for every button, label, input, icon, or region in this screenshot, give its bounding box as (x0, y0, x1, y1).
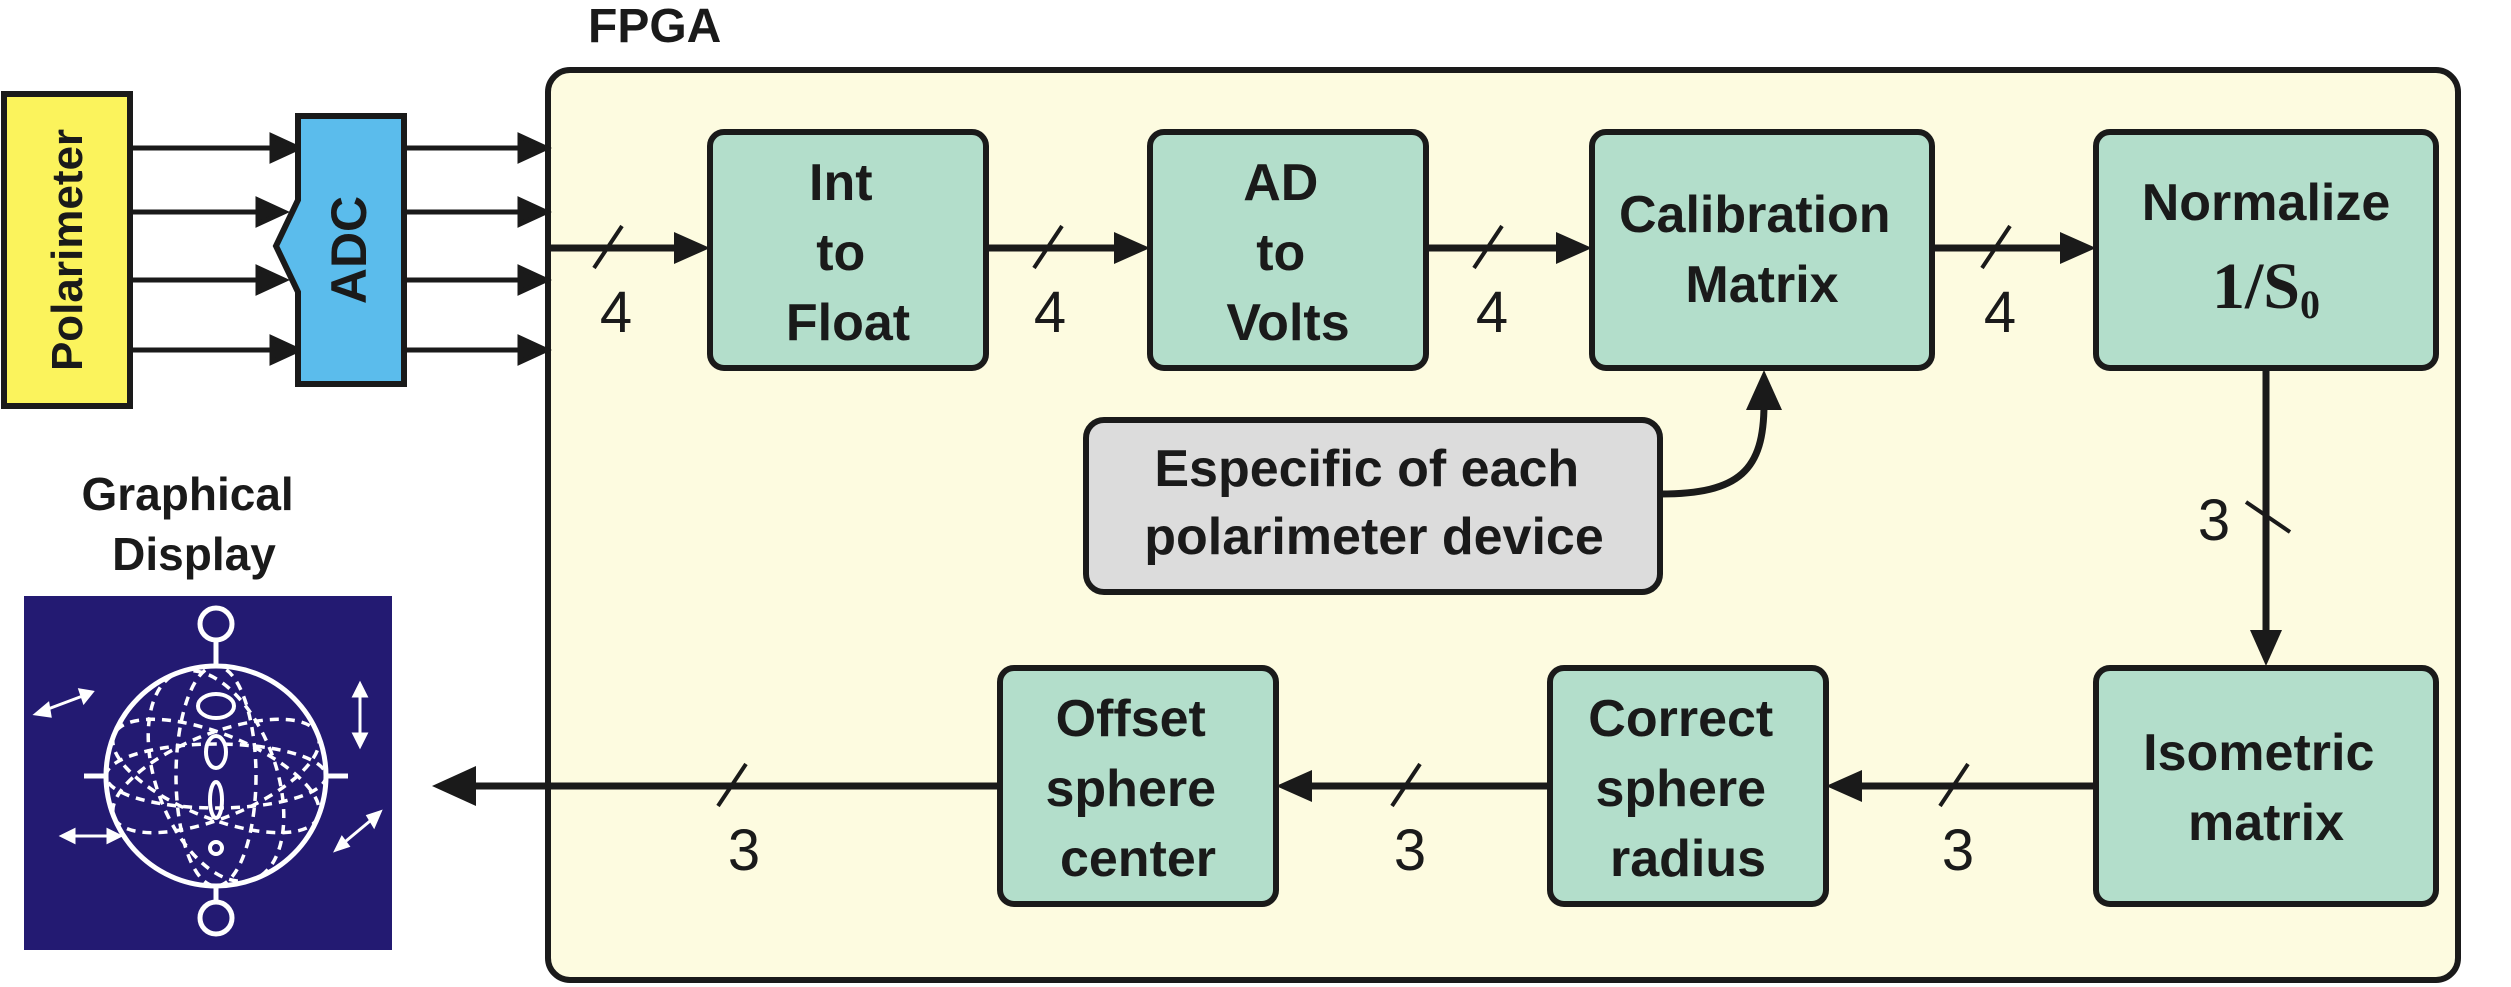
normalize-block: Normalize 1/S0 (2093, 129, 2439, 371)
bus-width-iso-to-correct: 3 (1942, 818, 1974, 883)
svg-text:Correct sphere rad: Correct sphere radius (1588, 690, 1787, 888)
ad-to-cal-arrow (1426, 224, 1592, 270)
bus-width-input: 4 (600, 280, 632, 345)
especific-line2: polarimeter device (1144, 508, 1604, 566)
norm-to-iso-arrow (2244, 368, 2292, 666)
offset-to-display-arrow (432, 762, 1000, 808)
polarimeter-label: Polarimeter (43, 129, 92, 371)
fpga-label: FPGA (588, 0, 721, 53)
correct-line2: sphere (1596, 760, 1767, 818)
offset-line1: Offset (1056, 690, 1206, 748)
int-to-float-line1: Int (809, 154, 873, 212)
svg-text:Especific of each polari: Especific of each polarimeter device (1144, 440, 1604, 566)
display-title-line2: Display (112, 528, 276, 580)
offset-line2: sphere (1046, 760, 1217, 818)
isometric-line1: Isometric (2143, 724, 2374, 782)
input-bus-arrow (548, 224, 710, 270)
correct-sphere-radius-block: Correct sphere radius (1547, 665, 1829, 907)
int-to-float-line3: Float (786, 294, 910, 352)
adc-label: ADC (321, 196, 377, 304)
ad-to-volts-line2: to (1256, 224, 1305, 282)
svg-text:Offset sphere cent: Offset sphere center (1046, 690, 1231, 888)
polarimeter-block: Polarimeter (1, 91, 133, 409)
bus-width-ad-to-cal: 4 (1476, 280, 1508, 345)
isometric-line2: matrix (2188, 794, 2344, 852)
calibration-matrix-block: Calibration Matrix (1589, 129, 1935, 371)
correct-to-offset-arrow (1276, 762, 1550, 808)
offset-line3: center (1060, 830, 1216, 888)
svg-text:Graphical Display: Graphical Display (82, 468, 307, 580)
correct-line3: radius (1610, 830, 1766, 888)
int-to-float-block: Int to Float (707, 129, 989, 371)
iso-to-correct-arrow (1826, 762, 2096, 808)
int-to-float-line2: to (816, 224, 865, 282)
calibration-line1: Calibration (1619, 186, 1891, 244)
display-title-line1: Graphical (82, 468, 294, 520)
isometric-matrix-block: Isometric matrix (2093, 665, 2439, 907)
bus-width-norm-to-iso: 3 (2198, 488, 2230, 553)
offset-sphere-center-block: Offset sphere center (997, 665, 1279, 907)
bus-width-int-to-ad: 4 (1034, 280, 1066, 345)
normalize-formula: 1/S (2212, 250, 2300, 323)
polarimeter-to-adc-arrows (130, 132, 304, 366)
svg-text:1/S0: 1/S0 (2212, 250, 2320, 327)
normalize-formula-subscript: 0 (2300, 282, 2320, 327)
especific-to-cal-arrow (1659, 370, 1782, 498)
svg-text:Int to Float: Int to Float (786, 154, 910, 352)
svg-text:AD to Volts: AD to Volts (1226, 154, 1349, 352)
calibration-line2: Matrix (1685, 256, 1838, 314)
cal-to-norm-arrow (1932, 224, 2096, 270)
svg-text:Calibration Matrix: Calibration Matrix (1619, 186, 1905, 314)
bus-width-cal-to-norm: 4 (1984, 280, 2016, 345)
bus-width-offset-to-display: 3 (728, 818, 760, 883)
adc-to-fpga-arrows (404, 132, 552, 366)
ad-to-volts-line1: AD (1243, 154, 1318, 212)
correct-line1: Correct (1588, 690, 1773, 748)
adc-block: ADC (272, 113, 407, 387)
svg-text:Isometric matrix: Isometric matrix (2143, 724, 2389, 852)
int-to-ad-arrow (986, 224, 1150, 270)
normalize-line1: Normalize (2142, 174, 2391, 232)
especific-block: Especific of each polarimeter device (1083, 417, 1663, 595)
bus-width-correct-to-offset: 3 (1394, 818, 1426, 883)
poincare-sphere-icon (24, 596, 392, 950)
ad-to-volts-block: AD to Volts (1147, 129, 1429, 371)
ad-to-volts-line3: Volts (1226, 294, 1349, 352)
especific-line1: Especific of each (1154, 440, 1579, 498)
